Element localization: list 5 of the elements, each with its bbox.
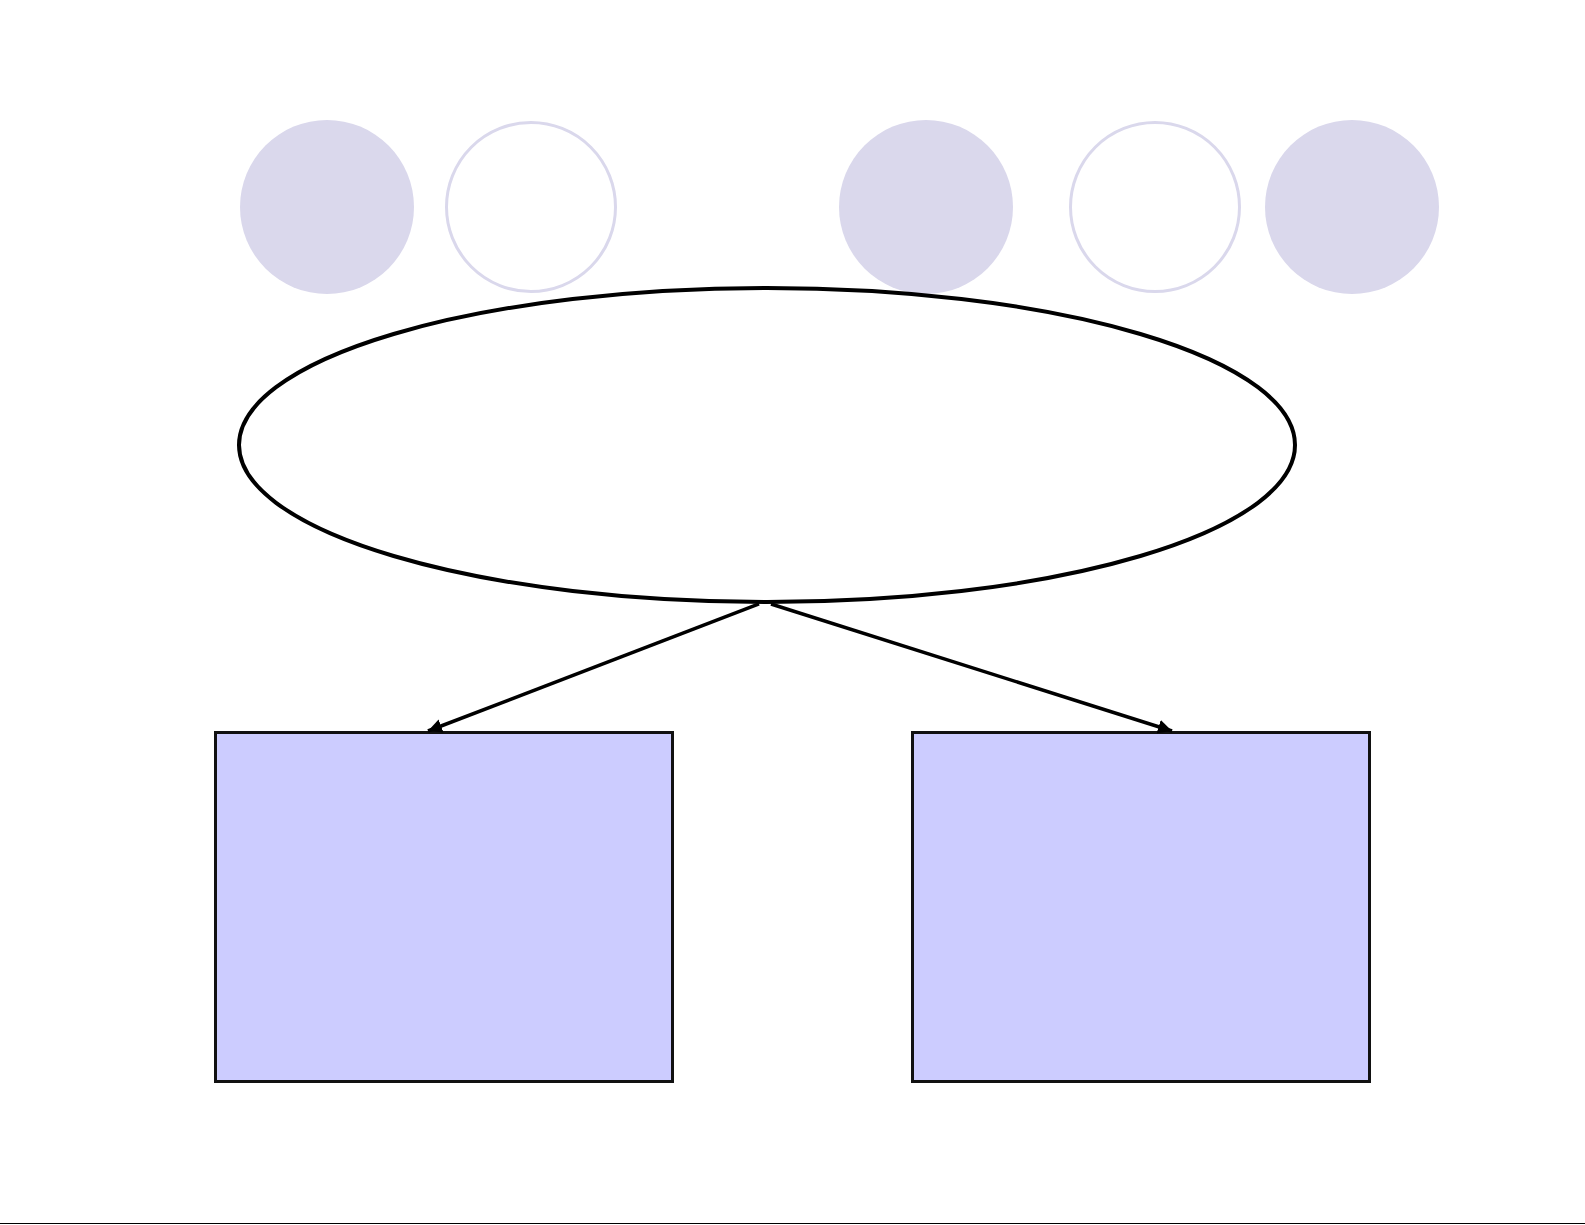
process-box xyxy=(214,731,674,1083)
ellipse-shape xyxy=(237,286,1297,604)
arrow xyxy=(770,602,1173,734)
process-box xyxy=(911,731,1371,1083)
arrow xyxy=(427,602,760,733)
